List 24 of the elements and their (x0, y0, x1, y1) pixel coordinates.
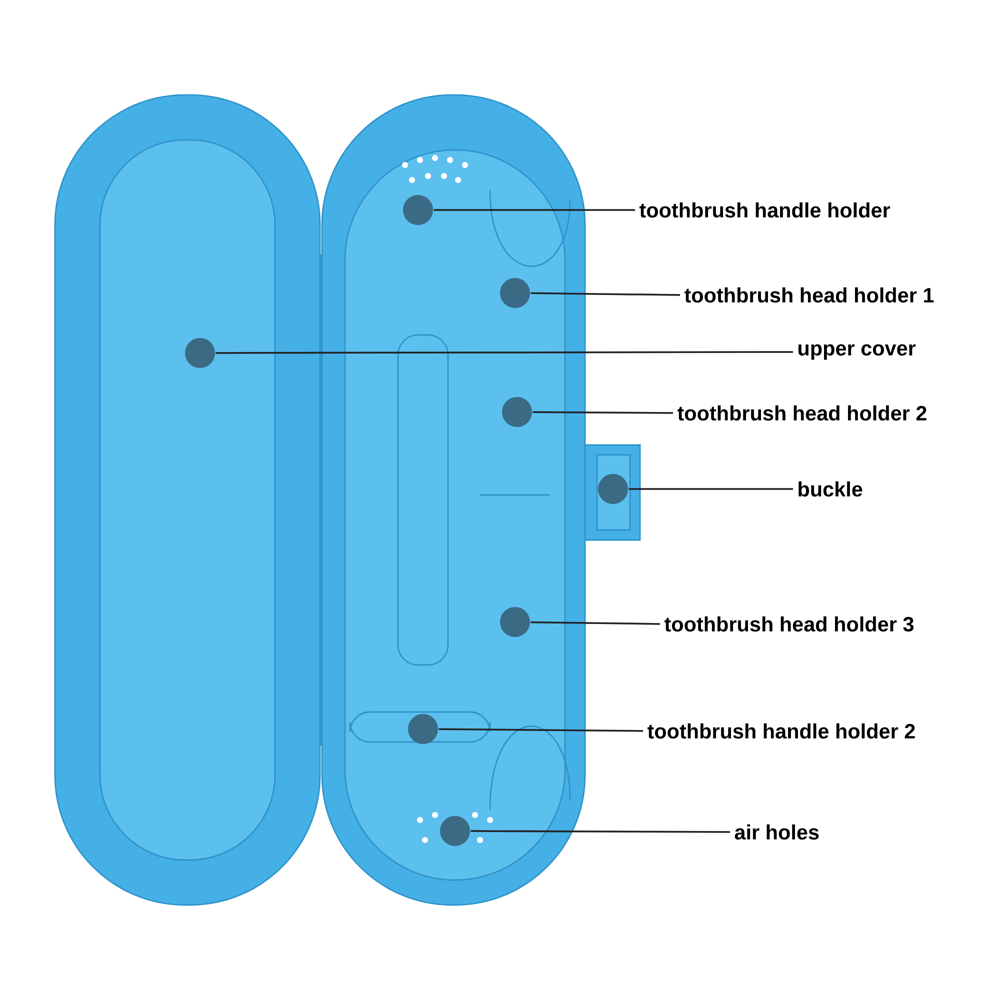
part-label: upper cover (798, 344, 916, 360)
leader-line (216, 351, 794, 354)
leader-line (438, 728, 644, 732)
leader-line (628, 488, 794, 490)
callout-dot (185, 338, 215, 368)
leader-line (434, 209, 636, 211)
leader-line (530, 292, 680, 296)
callout-dot (502, 396, 532, 427)
part-label: toothbrush head holder 3 (664, 616, 914, 632)
callout-dot (500, 278, 530, 308)
leader-line (470, 830, 730, 833)
part-label: toothbrush handle holder 2 (648, 723, 915, 739)
part-label: buckle (798, 481, 862, 497)
callout-dot (500, 607, 530, 637)
callout-dot (598, 474, 628, 504)
leader-line (532, 411, 674, 414)
part-label: air holes (734, 824, 819, 840)
part-label: toothbrush head holder 1 (684, 287, 934, 303)
callout-dot (403, 194, 434, 225)
callout-dot (408, 714, 438, 744)
callout-dot (440, 816, 470, 846)
leader-line (530, 621, 660, 625)
part-label: toothbrush head holder 2 (678, 405, 926, 421)
part-label: toothbrush handle holder (640, 202, 890, 218)
